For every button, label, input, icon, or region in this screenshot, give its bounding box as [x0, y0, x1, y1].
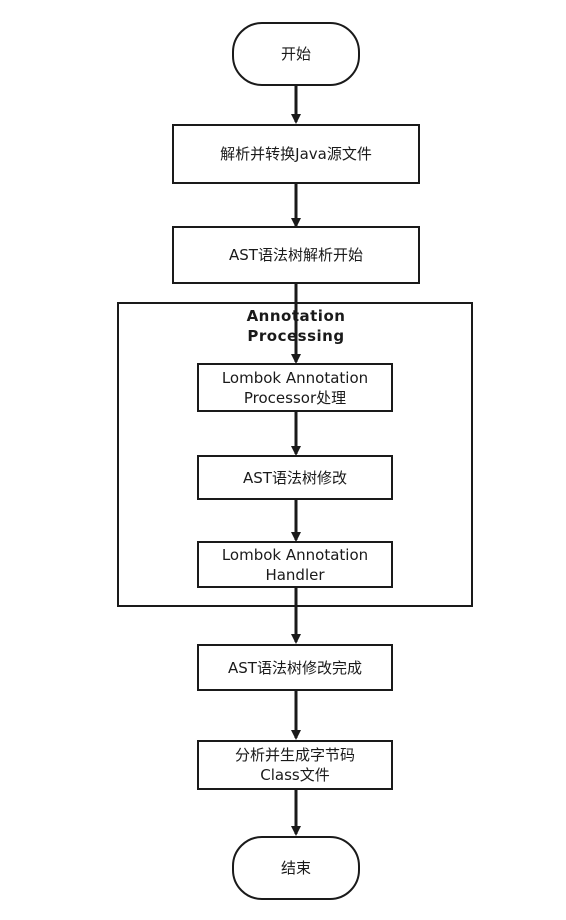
generate-bytecode-node: 分析并生成字节码 Class文件 — [197, 740, 393, 790]
annotation-processing-group — [117, 302, 473, 607]
end-node: 结束 — [232, 836, 360, 900]
ast-modify-done-node: AST语法树修改完成 — [197, 644, 393, 691]
start-node: 开始 — [232, 22, 360, 86]
lombok-processor-node: Lombok Annotation Processor处理 — [197, 363, 393, 412]
ast-parse-start-node: AST语法树解析开始 — [172, 226, 420, 284]
annotation-processing-label: Annotation Processing — [246, 307, 346, 345]
lombok-handler-node: Lombok Annotation Handler — [197, 541, 393, 588]
parse-java-source-node: 解析并转换Java源文件 — [172, 124, 420, 184]
ast-modify-node: AST语法树修改 — [197, 455, 393, 500]
